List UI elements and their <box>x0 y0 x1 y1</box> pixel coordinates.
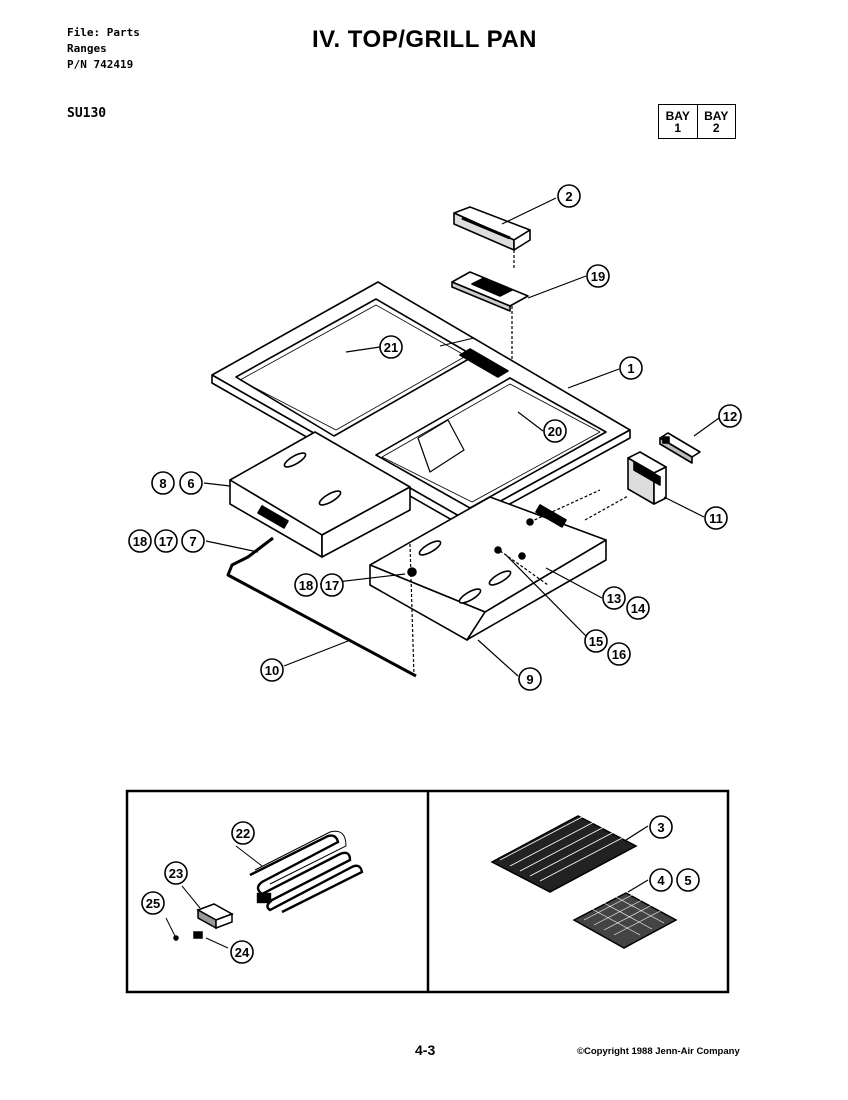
callout-12: 12 <box>718 404 742 428</box>
bay-2-label: BAY <box>704 108 729 123</box>
part-handle-trim <box>453 206 531 251</box>
callout-18: 18 <box>128 529 152 553</box>
part-bracket-plate <box>451 271 529 312</box>
callout-23: 23 <box>164 861 188 885</box>
svg-text:8: 8 <box>159 476 166 491</box>
callout-3: 3 <box>649 815 673 839</box>
page-number: 4-3 <box>415 1042 436 1058</box>
svg-text:14: 14 <box>631 601 646 616</box>
svg-text:25: 25 <box>146 896 160 911</box>
part-number-label: P/N 742419 <box>67 58 134 71</box>
svg-text:9: 9 <box>526 672 533 687</box>
bay-1: BAY 1 <box>659 105 697 138</box>
callout-15: 15 <box>584 629 608 653</box>
callout-7: 7 <box>181 529 205 553</box>
callout-20: 20 <box>543 419 567 443</box>
svg-text:23: 23 <box>169 866 183 881</box>
svg-text:7: 7 <box>189 534 196 549</box>
svg-text:20: 20 <box>548 424 562 439</box>
callout-13: 13 <box>602 586 626 610</box>
svg-text:24: 24 <box>235 945 250 960</box>
svg-text:21: 21 <box>384 340 398 355</box>
svg-text:19: 19 <box>591 269 605 284</box>
callout-18-mid: 18 <box>294 573 318 597</box>
file-label: File: Parts <box>67 26 140 39</box>
callout-6: 6 <box>179 471 203 495</box>
leader-lines <box>203 197 720 677</box>
svg-text:5: 5 <box>684 873 691 888</box>
part-grill-grate <box>490 815 649 893</box>
svg-text:12: 12 <box>723 409 737 424</box>
callout-10: 10 <box>260 658 284 682</box>
part-heating-element <box>249 830 364 914</box>
svg-text:13: 13 <box>607 591 621 606</box>
bay-2-number: 2 <box>712 120 720 135</box>
svg-text:17: 17 <box>159 534 173 549</box>
svg-text:11: 11 <box>709 511 723 526</box>
ranges-label: Ranges <box>67 42 107 55</box>
page-title: IV. TOP/GRILL PAN <box>312 26 537 53</box>
callout-24: 24 <box>230 940 254 964</box>
callout-2: 2 <box>557 184 581 208</box>
svg-text:2: 2 <box>565 189 572 204</box>
model-number: SU130 <box>67 106 107 121</box>
callout-17: 17 <box>154 529 178 553</box>
part-grease-grid <box>572 879 678 949</box>
copyright-notice: ©Copyright 1988 Jenn-Air Company <box>577 1046 740 1057</box>
svg-text:10: 10 <box>265 663 279 678</box>
part-right-grill-pan <box>369 496 607 641</box>
svg-text:3: 3 <box>657 820 664 835</box>
callout-14: 14 <box>626 596 650 620</box>
part-switch <box>659 432 701 464</box>
bay-2: BAY 2 <box>696 105 736 138</box>
callout-11: 11 <box>704 506 728 530</box>
bay-box: BAY 1 BAY 2 <box>658 104 736 139</box>
svg-text:18: 18 <box>133 534 147 549</box>
part-left-grill-pan <box>229 431 411 558</box>
svg-text:16: 16 <box>612 647 626 662</box>
callout-9: 9 <box>518 667 542 691</box>
svg-text:4: 4 <box>657 873 665 888</box>
svg-text:6: 6 <box>187 476 194 491</box>
callout-4: 4 <box>649 868 673 892</box>
accessory-panels <box>125 789 730 994</box>
svg-text:17: 17 <box>325 578 339 593</box>
bay-1-label: BAY <box>665 108 690 123</box>
callout-21: 21 <box>379 335 403 359</box>
svg-text:1: 1 <box>627 361 634 376</box>
part-switch-bracket <box>627 451 667 505</box>
callout-5: 5 <box>676 868 700 892</box>
callout-22: 22 <box>231 821 255 845</box>
callout-25: 25 <box>141 891 165 915</box>
part-terminal-rod <box>226 489 629 678</box>
svg-text:15: 15 <box>589 634 603 649</box>
svg-text:18: 18 <box>299 578 313 593</box>
svg-text:22: 22 <box>236 826 250 841</box>
callout-16: 16 <box>607 642 631 666</box>
callout-8: 8 <box>151 471 175 495</box>
callout-1: 1 <box>619 356 643 380</box>
part-terminal-block <box>165 845 263 949</box>
callout-19-top: 19 <box>586 264 610 288</box>
callout-17-mid: 17 <box>320 573 344 597</box>
bay-1-number: 1 <box>674 120 682 135</box>
callouts: 2 19 21 1 12 20 8 6 11 18 17 7 18 17 13 … <box>128 184 742 964</box>
